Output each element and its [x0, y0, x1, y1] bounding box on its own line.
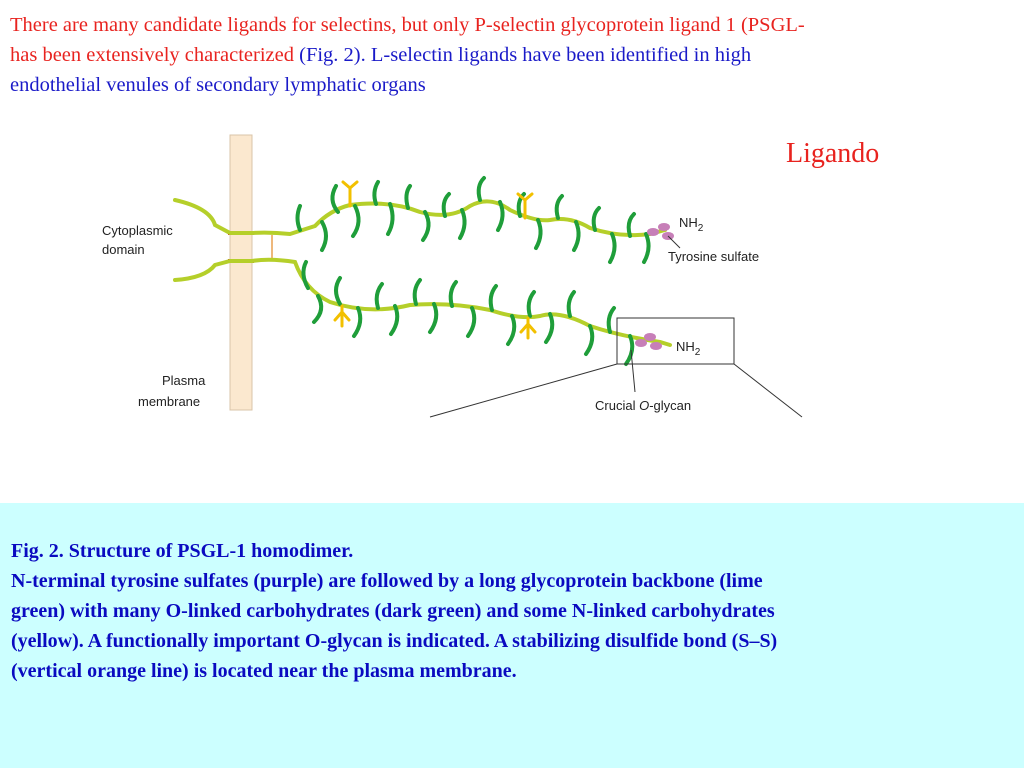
figure-caption: Fig. 2. Structure of PSGL-1 homodimer. N… — [11, 536, 1016, 686]
o-glycans-bottom — [301, 260, 635, 366]
intro-line-2-red: has been extensively characterized — [10, 44, 300, 66]
callout-leader-left — [429, 363, 618, 418]
label-nh2-top-sub: 2 — [698, 223, 704, 234]
psgl1-diagram: Cytoplasmic domain Plasma membrane NH2 T… — [102, 134, 803, 418]
tyrosine-sulfates-bottom — [635, 333, 662, 350]
caption-panel — [0, 503, 1024, 768]
caption-line-4: (yellow). A functionally important O-gly… — [11, 630, 778, 652]
o-glycans-top — [295, 176, 651, 264]
label-nh2-top-main: NH — [679, 215, 698, 230]
caption-line-2: N-terminal tyrosine sulfates (purple) ar… — [11, 570, 763, 592]
label-crucial-o: O — [639, 398, 649, 413]
label-domain: domain — [102, 242, 145, 257]
intro-paragraph: There are many candidate ligands for sel… — [10, 10, 1020, 100]
label-nh2-bottom-sub: 2 — [695, 347, 701, 358]
n-glycans — [333, 180, 537, 340]
backbone-bottom — [173, 257, 672, 347]
tyrosine-leader — [667, 235, 681, 249]
oglycan-leader — [630, 349, 636, 393]
label-crucial-pre: Crucial — [595, 398, 639, 413]
backbone-top — [173, 198, 667, 238]
intro-line-2: has been extensively characterized (Fig.… — [10, 40, 1020, 70]
intro-line-3: endothelial venules of secondary lymphat… — [10, 74, 426, 96]
psgl1-figure: Cytoplasmic domain Plasma membrane NH2 T… — [90, 130, 810, 422]
caption-line-5: (vertical orange line) is located near t… — [11, 660, 517, 682]
callout-leader-right — [733, 363, 803, 418]
ligando-label: Ligando — [786, 138, 880, 169]
intro-line-2-blue: (Fig. 2). L-selectin ligands have been i… — [299, 44, 752, 66]
label-nh2-bottom-main: NH — [676, 339, 695, 354]
label-membrane: membrane — [138, 394, 200, 409]
label-plasma: Plasma — [162, 373, 206, 388]
caption-line-3: green) with many O-linked carbohydrates … — [11, 600, 775, 622]
label-nh2-top: NH2 — [679, 215, 704, 234]
label-crucial-oglycan: Crucial O-glycan — [595, 398, 691, 413]
callout-box — [616, 317, 735, 365]
label-tyrosine-sulfate: Tyrosine sulfate — [668, 249, 759, 264]
label-cytoplasmic: Cytoplasmic — [102, 223, 173, 238]
tyrosine-sulfates-top — [647, 223, 674, 240]
caption-line-1: Fig. 2. Structure of PSGL-1 homodimer. — [11, 540, 354, 562]
plasma-membrane — [229, 134, 253, 411]
label-crucial-post: -glycan — [649, 398, 691, 413]
intro-line-1: There are many candidate ligands for sel… — [10, 14, 805, 36]
label-nh2-bottom: NH2 — [676, 339, 701, 358]
